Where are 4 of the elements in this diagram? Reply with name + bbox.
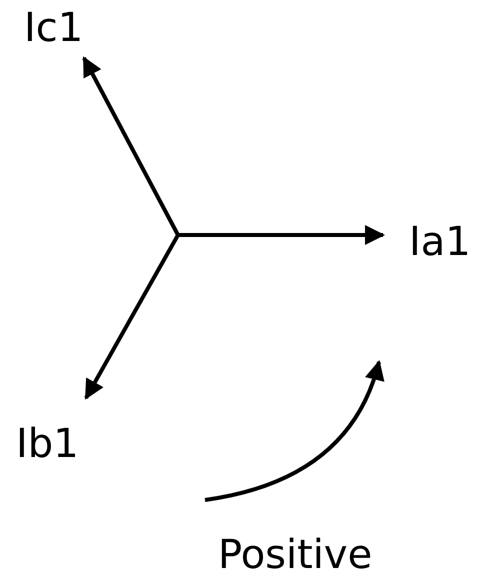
phasor-label: Ia1 [409, 222, 471, 262]
phasor-label: Ib1 [16, 424, 79, 464]
rotation-label: Positive [218, 535, 372, 575]
phasor-label: Ic1 [24, 8, 84, 48]
